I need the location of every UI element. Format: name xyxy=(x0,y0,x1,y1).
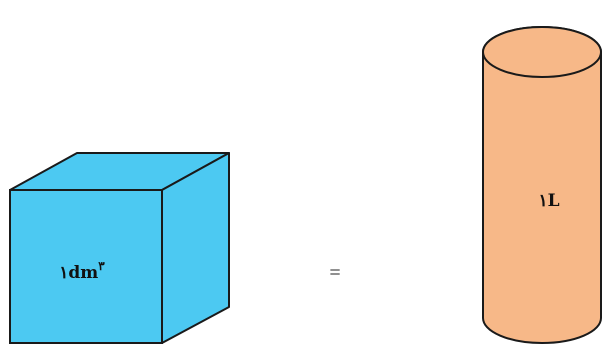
cube: ١dm٣ xyxy=(10,153,229,343)
equals-sign: = xyxy=(329,262,340,284)
cylinder-top-ellipse xyxy=(483,27,601,77)
cube-label-exponent: ٣ xyxy=(98,259,105,273)
cylinder-label-unit: L xyxy=(548,191,560,211)
cylinder-label-number: ١ xyxy=(538,191,547,211)
cylinder-volume-label: ١L xyxy=(538,191,559,211)
cube-label-number: ١ xyxy=(59,263,68,283)
cube-label-unit: dm xyxy=(68,263,98,283)
cylinder: ١L xyxy=(483,27,601,343)
